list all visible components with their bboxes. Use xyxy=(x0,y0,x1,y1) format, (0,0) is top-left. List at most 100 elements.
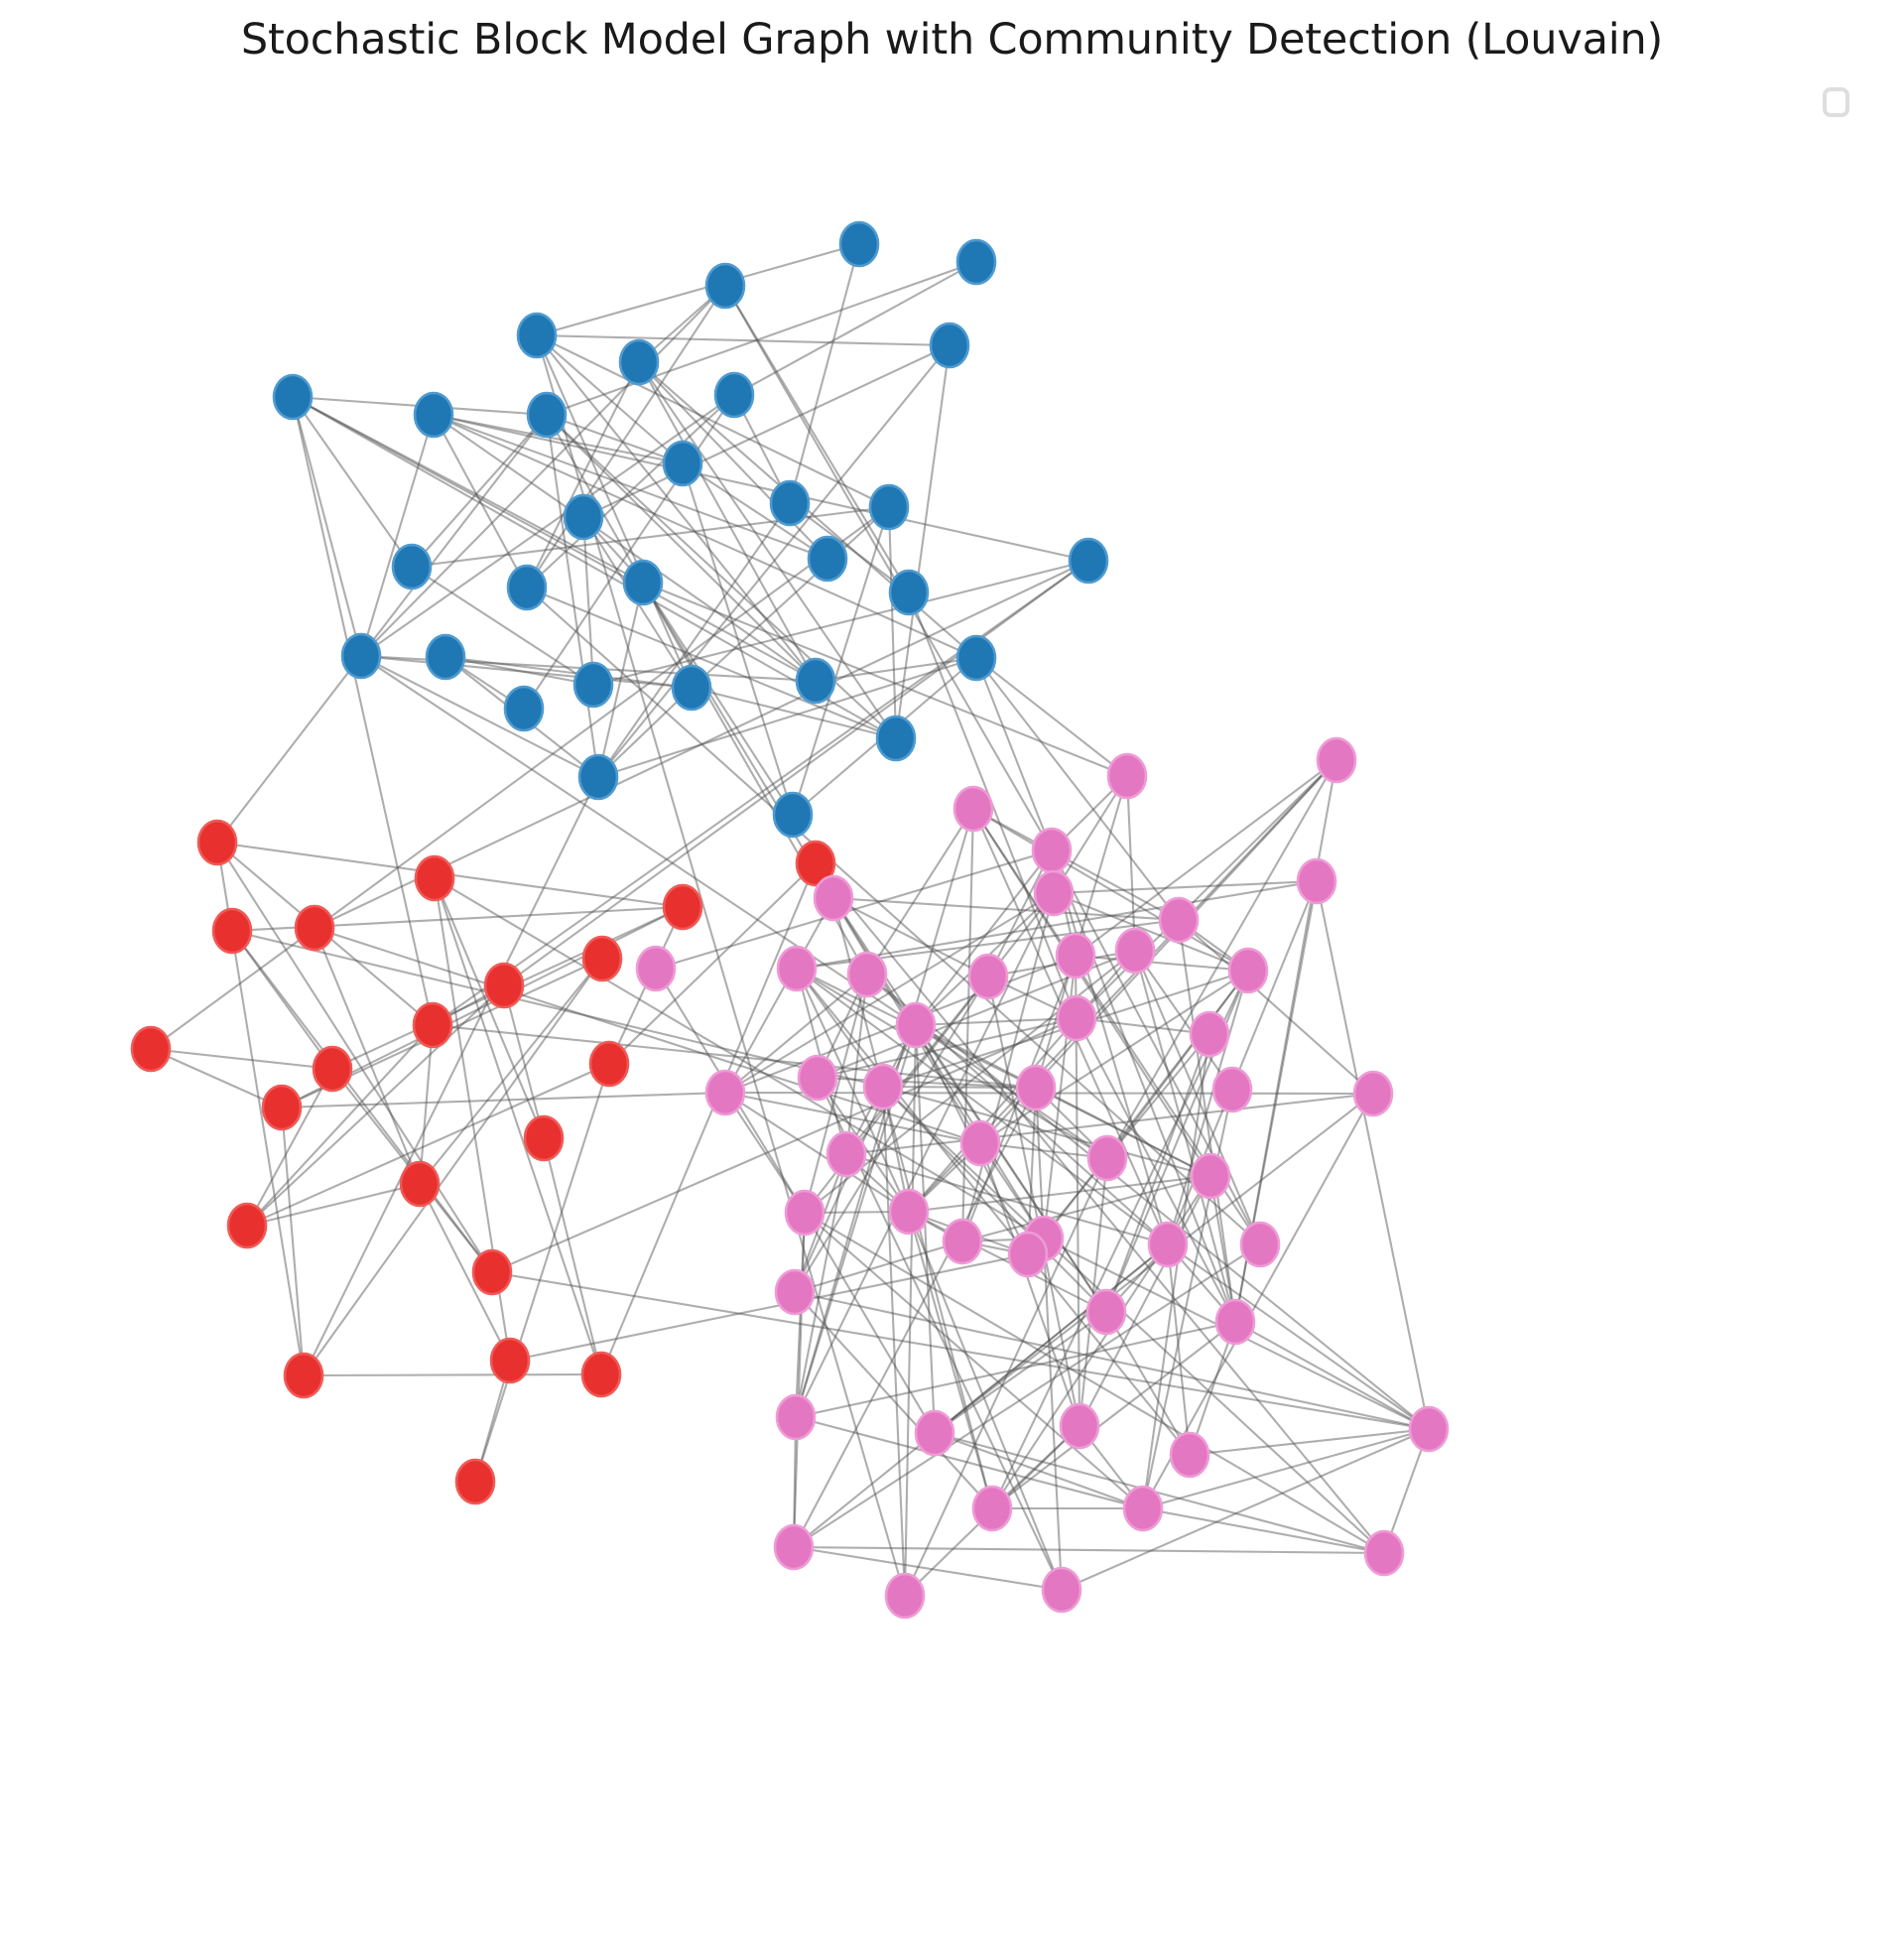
graph-node-community-blue[interactable] xyxy=(577,753,619,801)
graph-node-community-pink[interactable] xyxy=(971,1485,1013,1532)
graph-node-community-pink[interactable] xyxy=(1169,1431,1210,1479)
graph-node-community-blue[interactable] xyxy=(671,664,712,712)
graph-node-community-pink[interactable] xyxy=(813,874,854,922)
graph-node-community-pink[interactable] xyxy=(967,953,1009,1000)
graph-node-community-blue[interactable] xyxy=(769,479,811,527)
graph-node-community-blue[interactable] xyxy=(272,373,314,421)
graph-node-community-blue[interactable] xyxy=(563,493,604,541)
graph-node-community-blue[interactable] xyxy=(340,632,382,680)
graph-node-community-pink[interactable] xyxy=(1158,896,1200,944)
graph-node-community-blue[interactable] xyxy=(391,543,433,590)
graph-node-community-pink[interactable] xyxy=(825,1130,867,1178)
graph-node-community-pink[interactable] xyxy=(1015,1064,1057,1111)
graph-node-community-pink[interactable] xyxy=(776,945,818,992)
graph-node-community-pink[interactable] xyxy=(888,1188,930,1236)
graph-node-community-red[interactable] xyxy=(226,1202,268,1249)
graph-node-community-pink[interactable] xyxy=(1056,994,1097,1042)
graph-node-community-red[interactable] xyxy=(795,840,836,887)
graph-node-community-red[interactable] xyxy=(412,1001,453,1049)
graph-node-community-pink[interactable] xyxy=(1041,1566,1082,1614)
graph-node-community-pink[interactable] xyxy=(959,1119,1001,1167)
graph-node-community-pink[interactable] xyxy=(797,1054,838,1102)
graph-node-community-blue[interactable] xyxy=(713,371,755,419)
graph-node-community-red[interactable] xyxy=(454,1458,496,1505)
graph-node-community-red[interactable] xyxy=(130,1025,172,1073)
graph-node-community-pink[interactable] xyxy=(1147,1221,1189,1268)
graph-node-community-pink[interactable] xyxy=(1316,736,1357,784)
graph-node-community-red[interactable] xyxy=(471,1248,513,1296)
graph-node-community-pink[interactable] xyxy=(775,1393,817,1441)
graph-node-community-blue[interactable] xyxy=(955,634,997,682)
graph-node-community-red[interactable] xyxy=(523,1114,565,1162)
graph-node-community-pink[interactable] xyxy=(1086,1134,1128,1182)
graph-node-community-red[interactable] xyxy=(414,854,455,902)
graph-node-community-pink[interactable] xyxy=(1352,1070,1394,1117)
graph-node-community-pink[interactable] xyxy=(1055,932,1096,979)
graph-node-community-red[interactable] xyxy=(588,1040,630,1088)
graph-node-community-pink[interactable] xyxy=(895,1001,937,1049)
graph-node-community-pink[interactable] xyxy=(784,1189,825,1237)
graph-node-community-pink[interactable] xyxy=(1031,827,1073,874)
graph-node-community-pink[interactable] xyxy=(1106,752,1148,800)
graph-node-community-pink[interactable] xyxy=(1239,1221,1281,1268)
checkbox-empty-icon[interactable] xyxy=(1822,87,1849,117)
graph-node-community-red[interactable] xyxy=(399,1160,441,1208)
graph-node-community-red[interactable] xyxy=(489,1337,531,1384)
graph-node-community-blue[interactable] xyxy=(888,569,930,616)
graph-node-community-red[interactable] xyxy=(283,1352,324,1399)
graph-node-community-pink[interactable] xyxy=(1214,1298,1256,1346)
graph-node-community-pink[interactable] xyxy=(704,1069,746,1116)
graph-node-community-pink[interactable] xyxy=(952,785,994,833)
graph-node-community-red[interactable] xyxy=(312,1045,353,1093)
graph-node-community-pink[interactable] xyxy=(773,1523,815,1571)
graph-node-community-pink[interactable] xyxy=(862,1063,904,1110)
graph-node-community-blue[interactable] xyxy=(838,220,880,268)
graph-node-community-pink[interactable] xyxy=(1122,1485,1164,1532)
graph-node-community-red[interactable] xyxy=(662,883,703,931)
graph-node-community-pink[interactable] xyxy=(1408,1405,1450,1453)
graph-node-community-blue[interactable] xyxy=(503,685,545,732)
graph-node-community-pink[interactable] xyxy=(846,951,888,998)
graph-node-community-pink[interactable] xyxy=(635,945,677,992)
graph-node-community-pink[interactable] xyxy=(1033,869,1075,917)
graph-node-community-blue[interactable] xyxy=(425,633,466,681)
graph-node-community-blue[interactable] xyxy=(955,238,997,286)
graph-node-community-blue[interactable] xyxy=(506,564,548,611)
graph-node-community-pink[interactable] xyxy=(1007,1231,1049,1278)
graph-node-community-blue[interactable] xyxy=(662,440,703,487)
graph-node-community-blue[interactable] xyxy=(875,715,917,762)
graph-node-community-blue[interactable] xyxy=(1068,537,1109,585)
graph-node-community-blue[interactable] xyxy=(572,661,614,709)
graph-node-community-pink[interactable] xyxy=(1190,1152,1231,1200)
graph-node-community-blue[interactable] xyxy=(622,559,664,606)
graph-node-community-red[interactable] xyxy=(211,907,253,955)
graph-node-community-pink[interactable] xyxy=(884,1572,926,1620)
graph-node-community-blue[interactable] xyxy=(516,312,558,359)
graph-node-community-red[interactable] xyxy=(196,819,238,866)
node-layer[interactable] xyxy=(130,220,1450,1620)
graph-node-community-pink[interactable] xyxy=(942,1218,983,1265)
graph-node-community-blue[interactable] xyxy=(704,262,746,310)
graph-node-community-blue[interactable] xyxy=(772,791,814,839)
graph-node-community-pink[interactable] xyxy=(774,1268,816,1316)
graph-node-community-blue[interactable] xyxy=(868,483,910,531)
graph-node-community-red[interactable] xyxy=(581,935,623,982)
graph-node-community-pink[interactable] xyxy=(1363,1529,1405,1577)
graph-node-community-pink[interactable] xyxy=(1189,1010,1230,1058)
graph-node-community-blue[interactable] xyxy=(618,338,660,386)
graph-node-community-pink[interactable] xyxy=(1227,947,1269,994)
graph-node-community-blue[interactable] xyxy=(795,657,836,705)
graph-node-community-pink[interactable] xyxy=(1211,1066,1253,1113)
graph-node-community-pink[interactable] xyxy=(1114,927,1156,975)
graph-node-community-pink[interactable] xyxy=(1085,1288,1127,1336)
graph-node-community-red[interactable] xyxy=(261,1084,303,1131)
graph-node-community-blue[interactable] xyxy=(807,535,848,583)
graph-node-community-pink[interactable] xyxy=(914,1409,955,1457)
graph-node-community-blue[interactable] xyxy=(929,322,970,369)
graph-node-community-red[interactable] xyxy=(483,962,525,1009)
graph-node-community-blue[interactable] xyxy=(526,391,568,439)
graph-node-community-pink[interactable] xyxy=(1059,1402,1100,1450)
graph-node-community-blue[interactable] xyxy=(413,391,454,439)
